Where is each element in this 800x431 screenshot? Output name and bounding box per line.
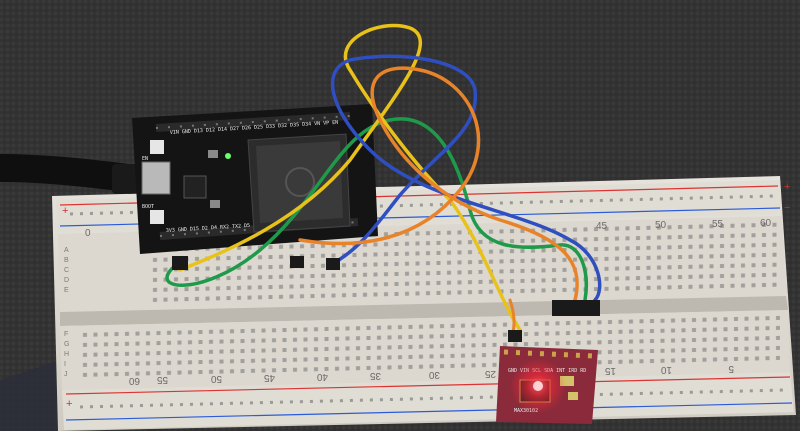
bb-number: 60 bbox=[760, 218, 772, 229]
svg-text:5: 5 bbox=[728, 363, 734, 374]
lower-number-row: 60 55 50 45 40 35 30 25 15 10 5 bbox=[128, 363, 734, 386]
svg-text:I: I bbox=[64, 361, 66, 368]
svg-text:15: 15 bbox=[604, 365, 616, 376]
svg-text:60: 60 bbox=[128, 375, 140, 386]
row-letters-top: A B C D E bbox=[64, 247, 69, 294]
svg-text:F: F bbox=[64, 331, 68, 338]
rail-plus-label-right: + bbox=[784, 181, 790, 193]
row-letters-bottom: F G H I J bbox=[64, 331, 69, 378]
rail-plus-label: + bbox=[62, 205, 68, 217]
sensor-module: GND VIN SCL SDA INT IRD RD MAX30102 bbox=[496, 346, 598, 424]
bb-number: 45 bbox=[596, 221, 608, 232]
svg-text:H: H bbox=[64, 351, 69, 358]
svg-text:30: 30 bbox=[428, 369, 440, 380]
breadboard: + + − + 0 45 50 55 60 A B C D bbox=[52, 176, 796, 431]
bb-number: 0 bbox=[85, 228, 91, 239]
jumper-wires bbox=[165, 23, 602, 340]
svg-text:D: D bbox=[64, 277, 69, 284]
boot-button-label: BOOT bbox=[142, 204, 154, 210]
svg-text:45: 45 bbox=[263, 372, 275, 383]
en-button-label: EN bbox=[142, 156, 148, 162]
power-led-icon bbox=[225, 153, 231, 159]
svg-text:B: B bbox=[64, 257, 69, 264]
svg-text:25: 25 bbox=[484, 368, 496, 379]
en-button[interactable] bbox=[150, 140, 164, 154]
svg-text:A: A bbox=[64, 247, 69, 254]
svg-text:G: G bbox=[64, 341, 69, 348]
wire-connectors bbox=[172, 256, 600, 342]
rail-minus-label: − bbox=[784, 202, 790, 214]
svg-text:40: 40 bbox=[316, 371, 328, 382]
boot-button[interactable] bbox=[150, 210, 164, 224]
svg-text:35: 35 bbox=[369, 370, 381, 381]
esp32-board: VIN GND D13 D12 D14 D27 D26 D25 D33 D32 … bbox=[132, 104, 378, 254]
svg-text:E: E bbox=[64, 287, 69, 294]
bb-number: 55 bbox=[712, 219, 724, 230]
svg-text:50: 50 bbox=[210, 373, 222, 384]
rail-plus-label-bottom: + bbox=[66, 398, 72, 410]
svg-text:J: J bbox=[64, 371, 68, 378]
svg-text:55: 55 bbox=[156, 374, 168, 385]
bb-number: 50 bbox=[655, 220, 667, 231]
svg-text:10: 10 bbox=[660, 364, 672, 375]
svg-text:C: C bbox=[64, 267, 69, 274]
